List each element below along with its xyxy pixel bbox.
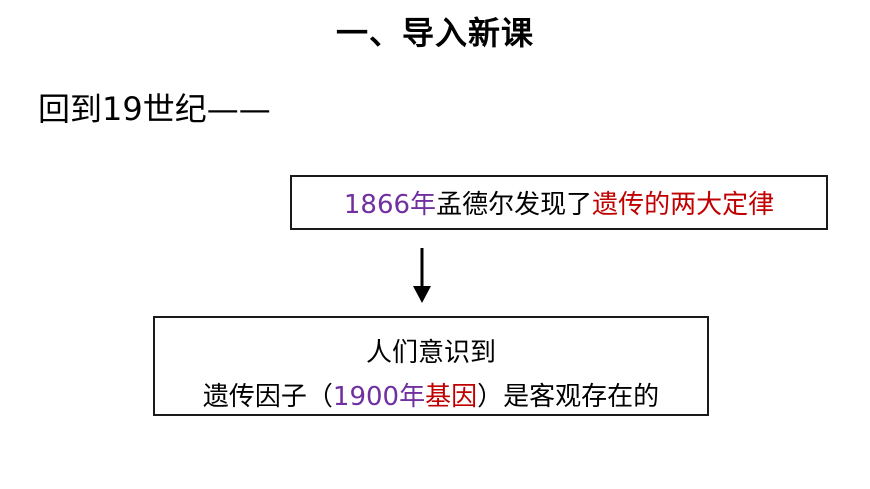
realization-line-1: 人们意识到 [365,338,496,368]
realization-line-2: 遗传因子（1900年基因）是客观存在的 [155,376,707,413]
realization-year: 1900年 [332,382,426,412]
slide-title: 一、导入新课 [335,14,534,52]
realization-term: 基因 [425,382,478,412]
discovery-text: 孟德尔发现了 [436,190,593,220]
realization-prefix: 遗传因子（ [202,382,333,412]
slide-subtitle: 回到19世纪—— [38,90,271,128]
discovery-laws: 遗传的两大定律 [592,190,775,220]
arrow-down-icon [413,248,431,303]
mendel-discovery-box: 1866年孟德尔发现了遗传的两大定律 [290,175,828,230]
realization-suffix: ）是客观存在的 [477,382,660,412]
gene-realization-box: 人们意识到 遗传因子（1900年基因）是客观存在的 [153,316,709,416]
discovery-year: 1866年 [343,190,437,220]
